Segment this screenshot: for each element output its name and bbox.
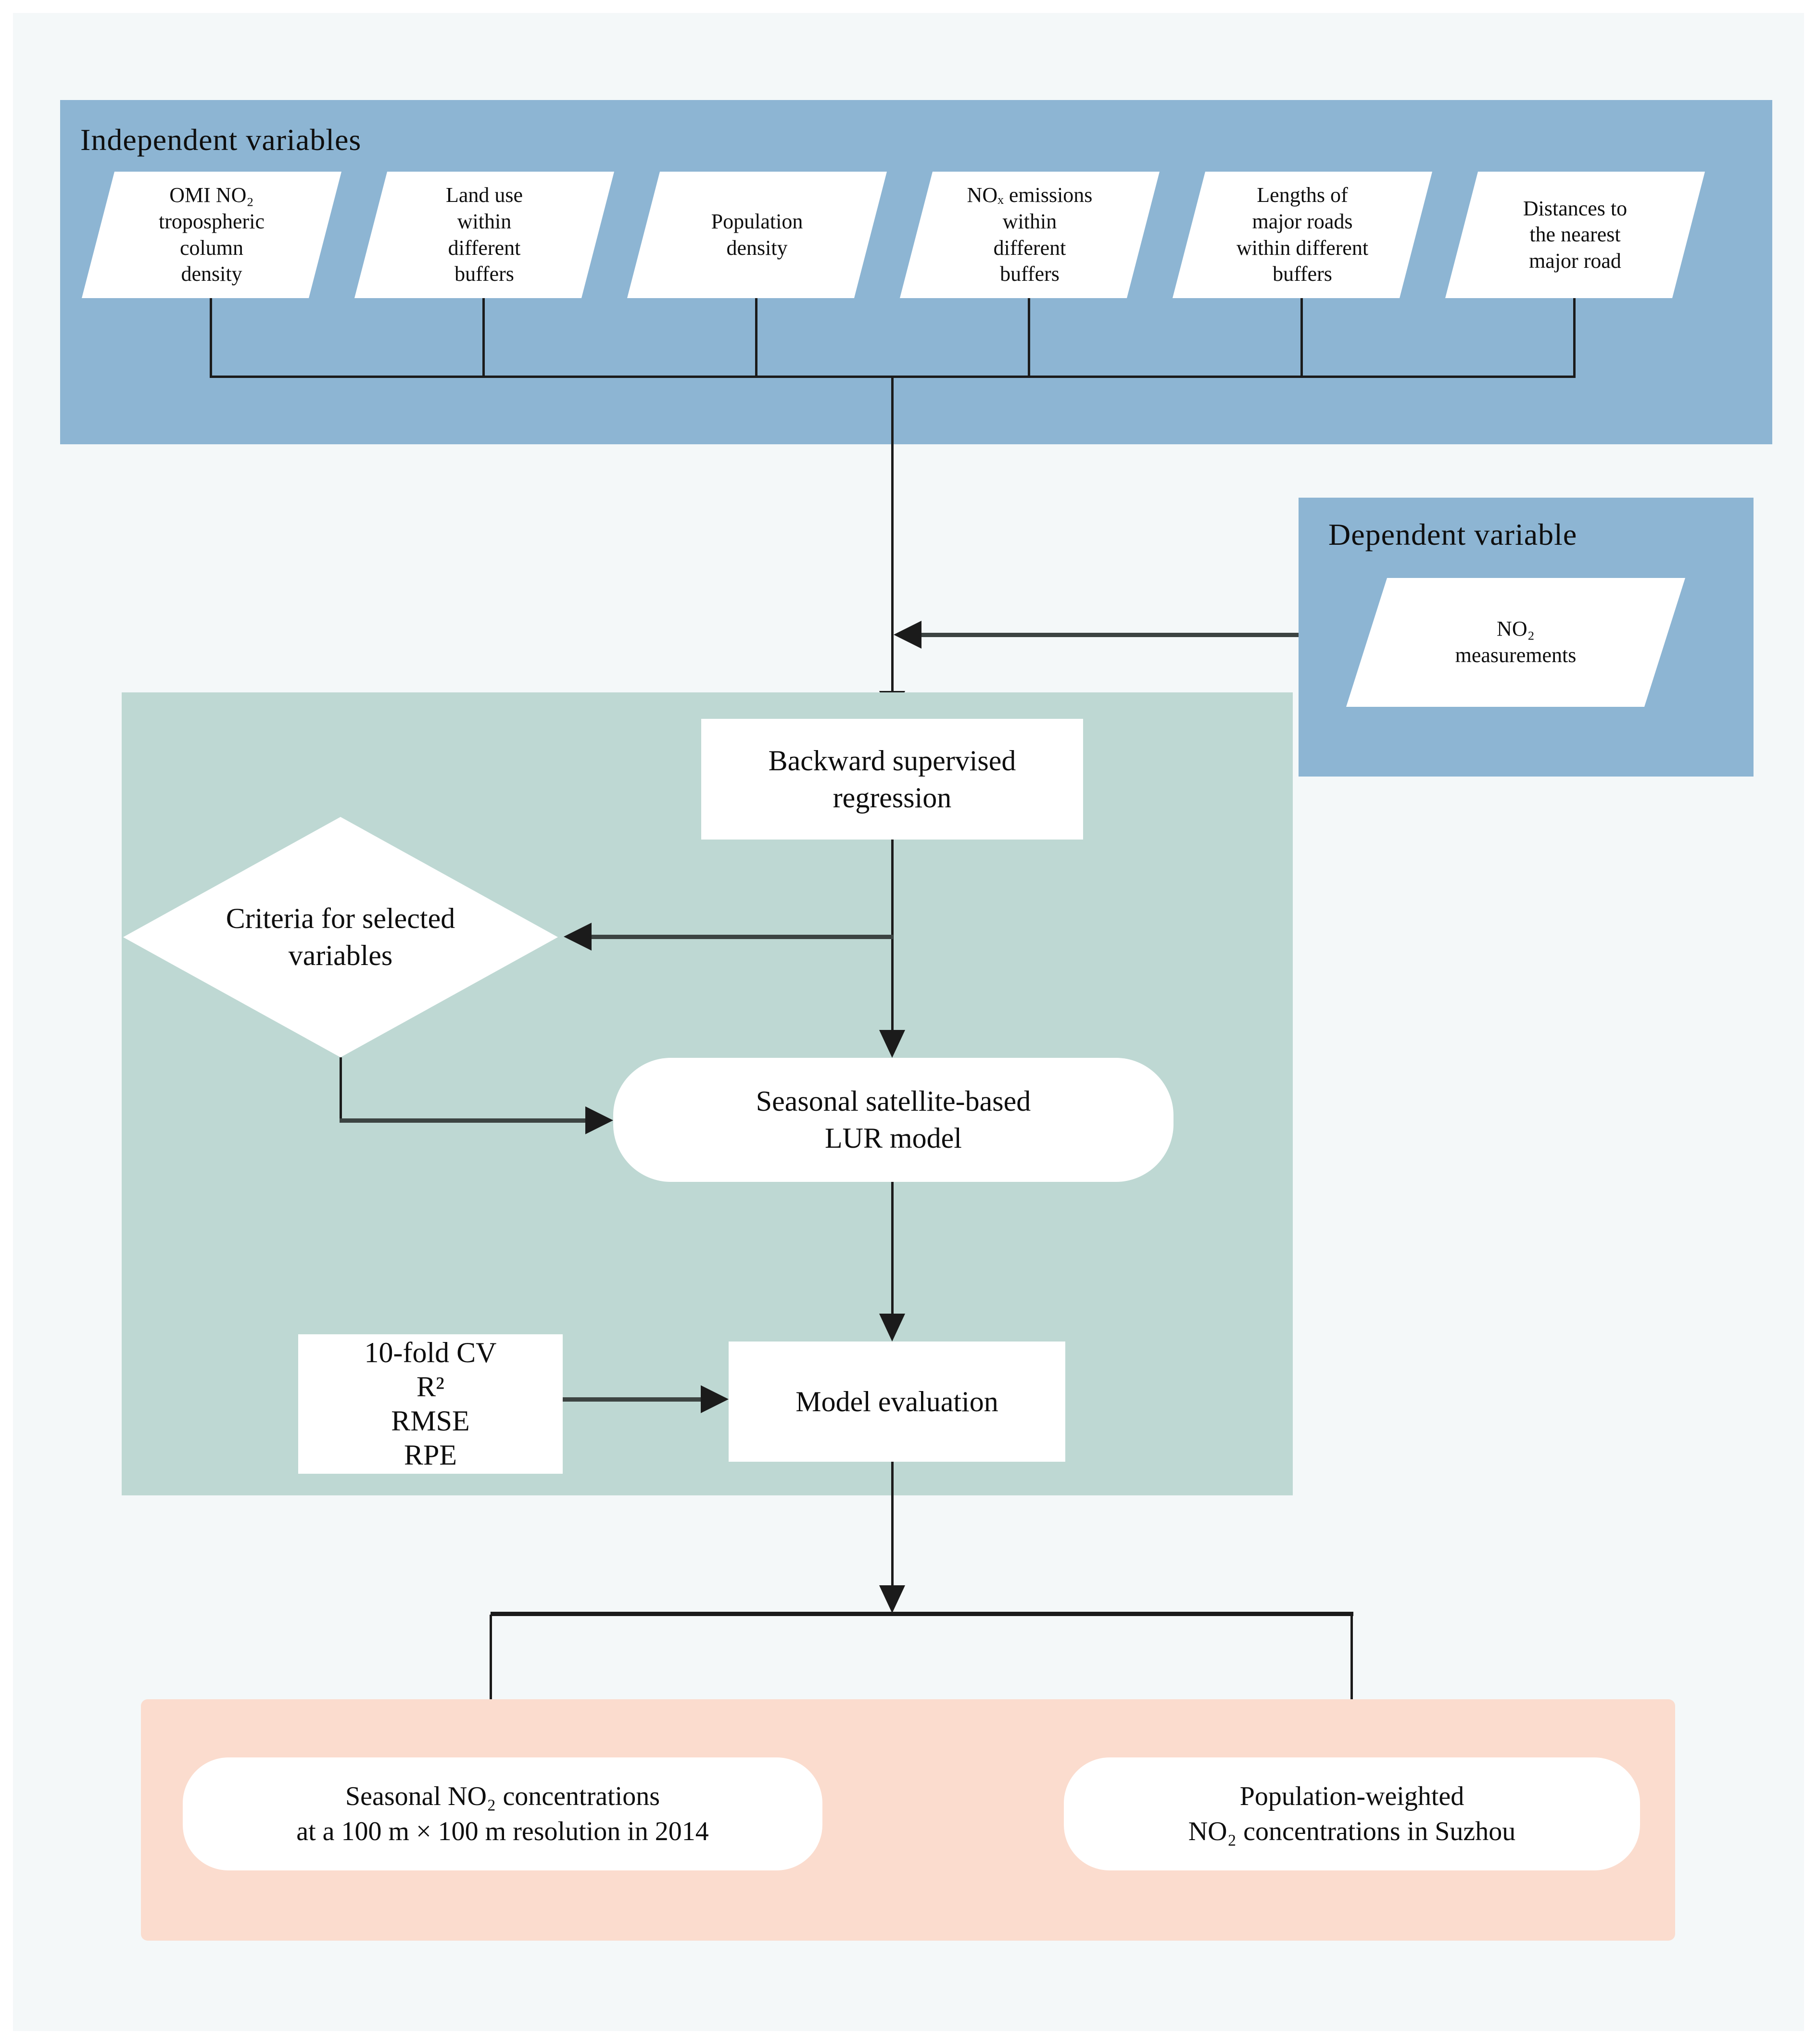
box-output-population-weighted: Population-weighted NO₂ concentrations i… bbox=[1064, 1757, 1640, 1870]
connector-stem bbox=[1028, 298, 1030, 377]
parallelogram-road-lengths: Lengths of major roads within different … bbox=[1173, 172, 1432, 298]
box-label: Backward supervised regression bbox=[768, 744, 1016, 814]
connector-evaluation-down bbox=[891, 1462, 894, 1587]
box-backward-regression: Backward supervised regression bbox=[701, 719, 1083, 840]
independent-panel-title: Independent variables bbox=[80, 123, 362, 157]
box-label: Model evaluation bbox=[795, 1385, 998, 1417]
parallelogram-population-density: Population density bbox=[627, 172, 887, 298]
connector-criteria-right bbox=[340, 1118, 587, 1123]
box-model-evaluation: Model evaluation bbox=[729, 1342, 1065, 1462]
arrowhead-into-lur-top bbox=[879, 1030, 905, 1058]
box-evaluation-metrics: 10-fold CV R² RMSE RPE bbox=[298, 1334, 563, 1474]
parallelogram-land-use: Land use within different buffers bbox=[354, 172, 614, 298]
connector-lur-down bbox=[891, 1182, 894, 1314]
box-label: Seasonal NO₂ concentrations at a 100 m ×… bbox=[296, 1781, 709, 1846]
connector-split-right-drop bbox=[1350, 1615, 1353, 1727]
parallelogram-omi-no2: OMI NO₂ tropospheric column density bbox=[82, 172, 341, 298]
dependent-panel-title: Dependent variable bbox=[1328, 517, 1577, 552]
variable-label: NOₓ emissions within different buffers bbox=[967, 183, 1093, 286]
connector-dependent-arrow bbox=[919, 633, 1299, 637]
variable-label: NO₂ measurements bbox=[1455, 617, 1577, 667]
variable-label: Lengths of major roads within different … bbox=[1236, 183, 1369, 286]
connector-stem bbox=[210, 298, 212, 377]
parallelogram-no2-measurements: NO₂ measurements bbox=[1346, 578, 1685, 707]
arrowhead-into-evaluation-left bbox=[701, 1385, 729, 1413]
variable-label: Distances to the nearest major road bbox=[1523, 196, 1628, 273]
connector-to-criteria bbox=[591, 935, 893, 939]
arrowhead-into-evaluation bbox=[879, 1314, 905, 1342]
box-lur-model: Seasonal satellite-based LUR model bbox=[613, 1058, 1173, 1182]
arrowhead-dependent bbox=[894, 621, 921, 649]
variable-label: Land use within different buffers bbox=[445, 183, 523, 286]
connector-split-left-drop bbox=[490, 1615, 492, 1727]
connector-main-drop bbox=[891, 376, 894, 691]
arrowhead-into-lur-left bbox=[585, 1106, 613, 1134]
box-output-seasonal-concentrations: Seasonal NO₂ concentrations at a 100 m ×… bbox=[183, 1757, 822, 1870]
variable-label: Population density bbox=[711, 209, 803, 260]
connector-metrics-arrow bbox=[563, 1397, 702, 1402]
connector-stem bbox=[1300, 298, 1303, 377]
arrowhead-into-split bbox=[879, 1585, 905, 1613]
parallelogram-nox-emissions: NOₓ emissions within different buffers bbox=[900, 172, 1160, 298]
connector-stem bbox=[1573, 298, 1576, 377]
variable-label: OMI NO₂ tropospheric column density bbox=[159, 183, 265, 286]
connector-split-bar bbox=[491, 1612, 1353, 1616]
box-label: Seasonal satellite-based LUR model bbox=[756, 1085, 1031, 1154]
diamond-label: Criteria for selected variables bbox=[226, 903, 455, 971]
box-label: 10-fold CV R² RMSE RPE bbox=[364, 1337, 497, 1471]
connector-criteria-down bbox=[340, 1057, 342, 1123]
connector-stem bbox=[755, 298, 757, 377]
arrowhead-into-criteria bbox=[564, 923, 592, 951]
connector-stem bbox=[482, 298, 485, 377]
box-label: Population-weighted NO₂ concentrations i… bbox=[1188, 1781, 1516, 1846]
parallelogram-road-distance: Distances to the nearest major road bbox=[1445, 172, 1705, 298]
